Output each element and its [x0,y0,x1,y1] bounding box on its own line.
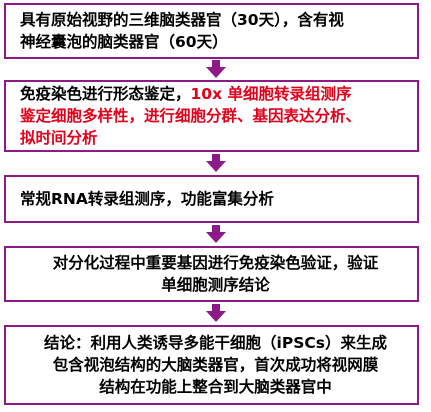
flow-arrow-3 [0,225,431,243]
step-2-line-3: 拟时间分析 [20,129,98,147]
down-arrow-icon [205,225,226,243]
step-5-line-1: 结论：利用人类诱导多能干细胞（iPSCs）来生成 [44,334,387,352]
down-arrow-icon [205,60,226,78]
down-arrow-icon [205,304,226,322]
step-5-line-3: 结构在功能上整合到大脑类器官中 [99,378,332,396]
step-1-line-2: 神经囊泡的脑类器官（60天） [20,33,228,51]
step-2-red-text-1: 10x 单细胞转录组测序 [190,85,352,103]
flow-step-4: 对分化过程中重要基因进行免疫染色验证，验证 单细胞测序结论 [4,246,419,302]
step-2-black-text: 免疫染色进行形态鉴定， [20,85,191,103]
step-5-line-2: 包含视泡结构的大脑类器官，首次成功将视网膜 [52,356,379,374]
down-arrow-icon [205,154,226,172]
flow-step-2: 免疫染色进行形态鉴定，10x 单细胞转录组测序 鉴定细胞多样性，进行细胞分群、基… [4,80,419,152]
step-1-line-1: 具有原始视野的三维脑类器官（30天），含有视 [20,11,344,29]
step-4-line-1: 对分化过程中重要基因进行免疫染色验证，验证 [52,254,379,272]
step-3-text: 常规RNA转录组测序，功能富集分析 [20,190,274,208]
flow-arrow-4 [0,304,431,322]
flow-arrow-2 [0,154,431,172]
flow-step-5: 结论：利用人类诱导多能干细胞（iPSCs）来生成 包含视泡结构的大脑类器官，首次… [4,325,419,405]
step-2-line-1: 免疫染色进行形态鉴定，10x 单细胞转录组测序 [20,83,411,105]
step-2-line-2: 鉴定细胞多样性，进行细胞分群、基因表达分析、 [20,107,362,125]
step-4-line-2: 单细胞测序结论 [161,276,270,294]
flow-arrow-1 [0,60,431,78]
flow-step-1: 具有原始视野的三维脑类器官（30天），含有视 神经囊泡的脑类器官（60天） [4,3,419,59]
flow-step-3: 常规RNA转录组测序，功能富集分析 [4,175,419,223]
